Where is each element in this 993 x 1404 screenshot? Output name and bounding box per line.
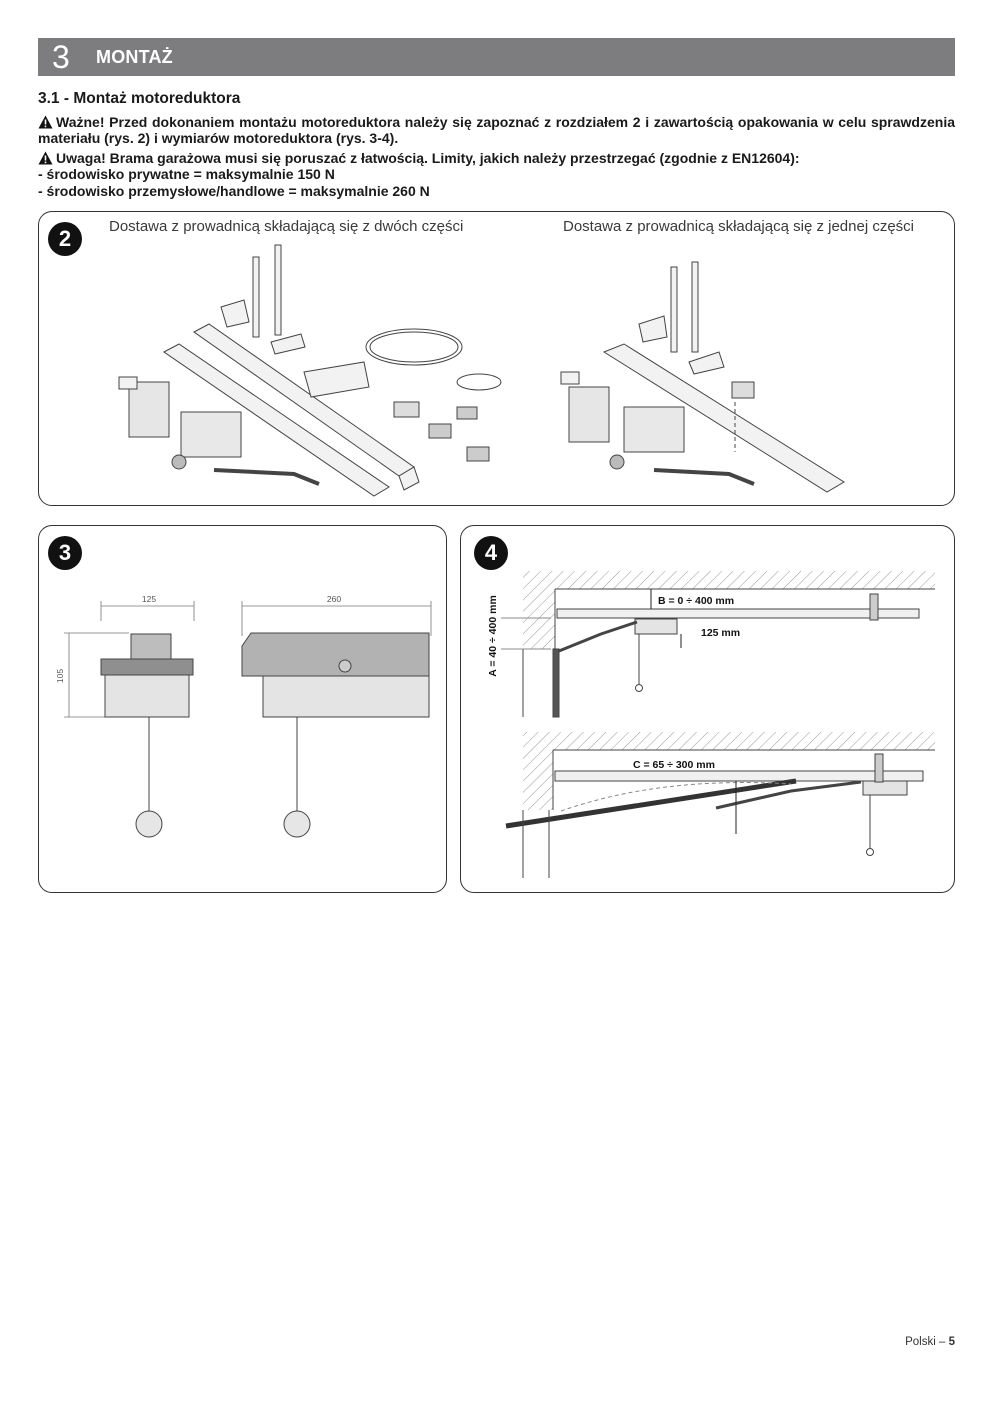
label-b: B = 0 ÷ 400 mm xyxy=(658,595,734,607)
dim-height: 105 xyxy=(55,669,65,683)
limit-industrial: - środowisko przemysłowe/handlowe = maks… xyxy=(38,183,430,199)
chapter-header-bar: 3 MONTAŻ xyxy=(38,38,955,76)
dim-width-side: 260 xyxy=(327,594,341,604)
figure-3-badge: 3 xyxy=(48,536,82,570)
label-a: A = 40 ÷ 400 mm xyxy=(487,595,499,677)
caution-note-text: Uwaga! Brama garażowa musi się poruszać … xyxy=(56,150,800,166)
label-c: C = 65 ÷ 300 mm xyxy=(633,759,715,771)
important-note-text: Ważne! Przed dokonaniem montażu motoredu… xyxy=(38,114,955,146)
figure-4-panel: 4 B = 0 ÷ 400 mm 125 mm A = 4 xyxy=(460,525,955,893)
important-note: Ważne! Przed dokonaniem montażu motoredu… xyxy=(38,114,955,146)
page-number: 5 xyxy=(948,1336,955,1348)
figure-4-installation-drawing: B = 0 ÷ 400 mm 125 mm A = 40 ÷ 400 mm C … xyxy=(487,571,935,878)
page-footer: Polski – 5 xyxy=(905,1336,955,1348)
figure-2-kit-illustration xyxy=(118,244,845,497)
figure-2-panel: 2 Dostawa z prowadnicą składającą się z … xyxy=(38,211,955,506)
section-title: 3.1 - Montaż motoreduktora xyxy=(38,90,241,107)
figure-2-caption-left: Dostawa z prowadnicą składającą się z dw… xyxy=(109,218,464,235)
caution-note: Uwaga! Brama garażowa musi się poruszać … xyxy=(38,150,800,166)
figure-2-caption-right: Dostawa z prowadnicą składającą się z je… xyxy=(563,218,915,235)
chapter-number: 3 xyxy=(52,39,70,75)
dim-width-front: 125 xyxy=(142,594,156,604)
label-125: 125 mm xyxy=(701,627,740,639)
chapter-title: MONTAŻ xyxy=(96,47,173,67)
warning-icon xyxy=(38,151,53,165)
warning-icon xyxy=(38,115,53,129)
figure-3-dimension-drawing: 125 260 105 xyxy=(55,594,432,838)
figure-4-badge: 4 xyxy=(474,536,508,570)
figure-3-panel: 3 125 260 105 xyxy=(38,525,447,893)
footer-language: Polski – xyxy=(905,1336,946,1348)
limit-private: - środowisko prywatne = maksymalnie 150 … xyxy=(38,166,335,182)
figure-2-badge: 2 xyxy=(48,222,82,256)
